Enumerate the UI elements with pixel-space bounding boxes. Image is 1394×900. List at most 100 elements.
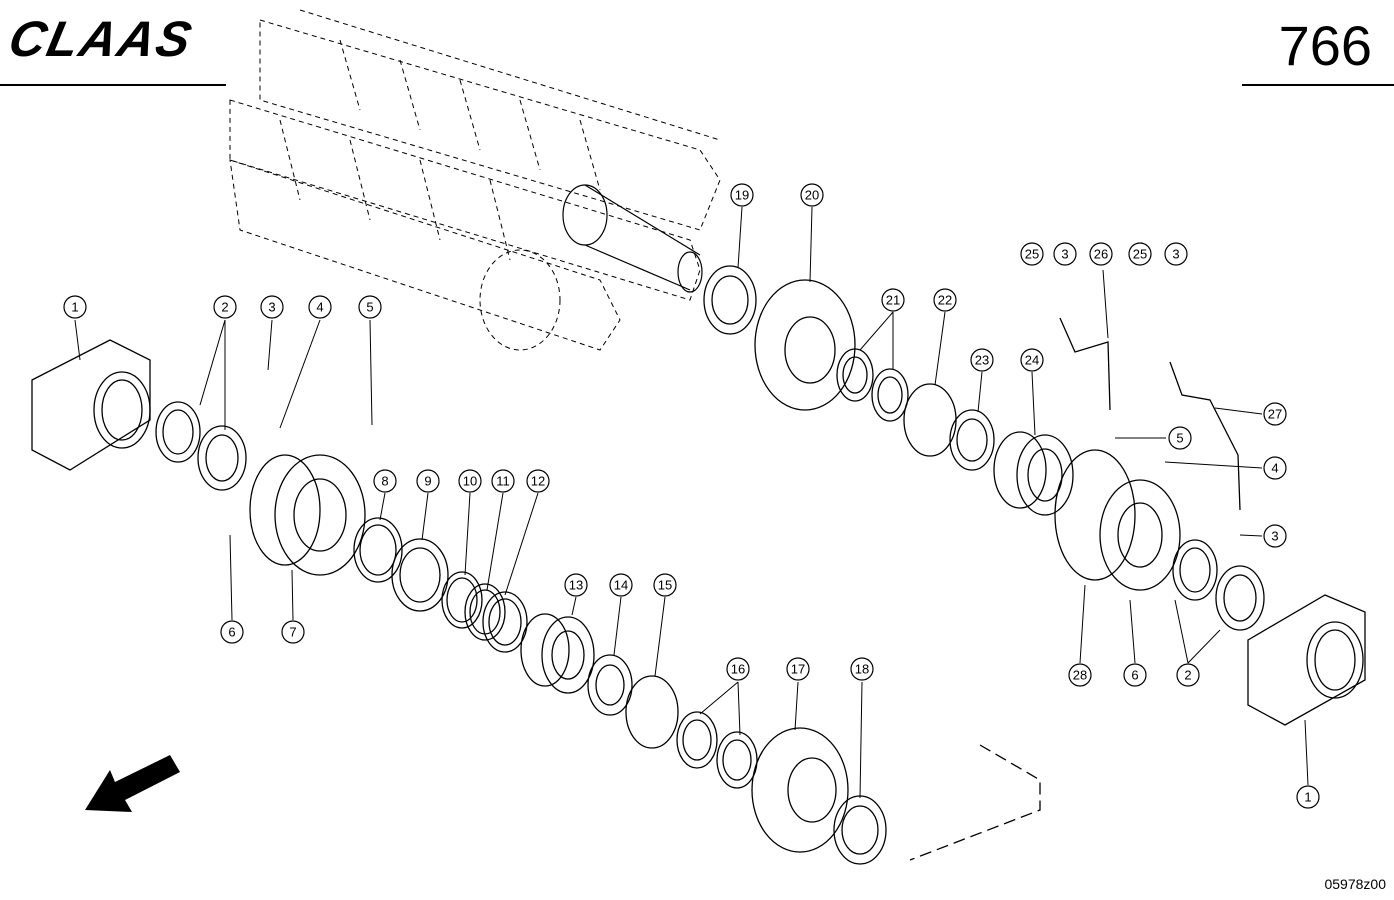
callout-circle [416,469,440,493]
callout-16: 16 [726,657,750,681]
callout-2: 2 [1176,663,1200,687]
callout-24: 24 [1020,348,1044,372]
roller-bearing-13 [520,613,595,694]
callout-circle [970,348,994,372]
callout-circle [850,657,874,681]
callout-circle [1089,242,1113,266]
callout-circle [1176,663,1200,687]
callout-number: 27 [1268,407,1282,422]
callout-circle [609,573,633,597]
callout-circle [220,620,244,644]
callout-circle [1263,524,1287,548]
callout-number: 9 [424,474,431,489]
callout-circle [1263,402,1287,426]
callout-circle [1263,456,1287,480]
callout-circle [1020,242,1044,266]
callout-3: 3 [1053,242,1077,266]
ring-10 [441,571,483,629]
seal-ring-left-b [197,425,247,491]
callout-number: 2 [1184,668,1191,683]
callout-4: 4 [1263,456,1287,480]
callout-circle [260,295,284,319]
callout-circle [564,573,588,597]
callout-3: 3 [1164,242,1188,266]
callout-circle [1164,242,1188,266]
rings-21 [836,348,909,422]
callout-number: 14 [614,578,628,593]
callout-5: 5 [358,295,382,319]
callout-number: 2 [221,300,228,315]
callout-26: 26 [1089,242,1113,266]
callout-number: 3 [1271,529,1278,544]
callout-25: 25 [1128,242,1152,266]
callout-number: 20 [805,188,819,203]
seal-14 [587,654,633,716]
flange-cover-17 [751,727,849,853]
callout-circle [308,295,332,319]
callout-20: 20 [800,183,824,207]
threshing-drum-outline [229,9,721,351]
callout-number: 19 [735,188,749,203]
callout-number: 24 [1025,353,1039,368]
callout-number: 3 [1172,247,1179,262]
callout-number: 4 [1271,461,1278,476]
callout-circle [653,573,677,597]
callout-circle [1296,785,1320,809]
callout-number: 5 [366,300,373,315]
callout-circle [800,183,824,207]
callout-circle [63,295,87,319]
roller-bearing-24 [993,431,1074,516]
callout-number: 15 [658,578,672,593]
callout-1: 1 [1296,785,1320,809]
callout-circle [1168,426,1192,450]
callout-number: 11 [496,474,510,489]
callout-17: 17 [786,657,810,681]
callout-15: 15 [653,573,677,597]
callout-27: 27 [1263,402,1287,426]
callout-28: 28 [1068,663,1092,687]
header-rule-right [1242,84,1394,86]
callout-number: 16 [731,662,745,677]
callout-number: 25 [1025,247,1039,262]
callout-19: 19 [730,183,754,207]
callout-number: 17 [791,662,805,677]
lube-pipe-26 [1059,317,1111,411]
callout-circle [281,620,305,644]
callout-6: 6 [220,620,244,644]
callout-circle [213,295,237,319]
rings-16 [676,711,758,789]
bearing-housing-left [31,339,151,471]
callout-number: 12 [531,474,545,489]
o-ring-22 [903,383,957,457]
callout-number: 6 [228,625,235,640]
flange-hub-left [249,454,366,576]
callout-21: 21 [881,288,905,312]
callout-circle [1128,242,1152,266]
header-rule-left [0,84,226,86]
seal-18 [833,795,887,865]
callout-number: 18 [855,662,869,677]
callout-5: 5 [1168,426,1192,450]
callout-9: 9 [416,469,440,493]
lube-pipe-27 [1169,361,1241,511]
callout-13: 13 [564,573,588,597]
drum-shaft [562,184,703,293]
callout-circle [1053,242,1077,266]
callout-circle [730,183,754,207]
callout-circle [358,295,382,319]
callout-circle [491,469,515,493]
callout-number: 7 [289,625,296,640]
callout-number: 4 [316,300,323,315]
callout-number: 5 [1176,431,1183,446]
page-number: 766 [1278,14,1372,77]
callout-12: 12 [526,469,550,493]
ring-8 [353,517,403,583]
seal-19 [703,265,757,335]
callout-3: 3 [260,295,284,319]
callout-number: 26 [1094,247,1108,262]
callout-number: 1 [71,300,78,315]
callout-2: 2 [213,295,237,319]
